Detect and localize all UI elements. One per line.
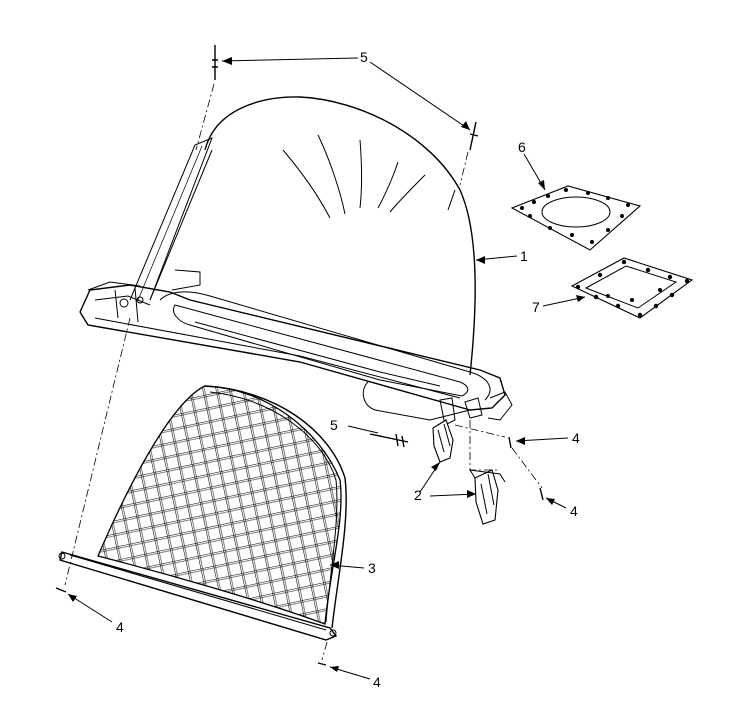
callout-6: 6	[518, 139, 526, 155]
leader-lines	[67, 57, 586, 680]
clip-bracket-part	[432, 419, 506, 525]
grille-part	[58, 385, 347, 641]
callout-1: 1	[520, 248, 528, 264]
callout-2: 2	[414, 487, 422, 503]
assembly-centerlines	[64, 83, 543, 661]
callout-labels: 5 6 1 7 5 4 2 4 3 4 4	[116, 49, 580, 690]
hood-part	[129, 96, 476, 376]
fasteners	[55, 45, 544, 666]
callout-7: 7	[532, 299, 540, 315]
callout-4-d: 4	[373, 674, 381, 690]
callout-4-a: 4	[572, 430, 580, 446]
mounting-plate-part	[510, 185, 642, 251]
callout-5-mid: 5	[330, 417, 338, 433]
callout-4-b: 4	[570, 503, 578, 519]
gasket-part	[570, 257, 694, 319]
callout-3: 3	[368, 560, 376, 576]
callout-5-top: 5	[360, 49, 368, 65]
hood-base-frame	[79, 269, 513, 426]
callout-4-c: 4	[116, 619, 124, 635]
